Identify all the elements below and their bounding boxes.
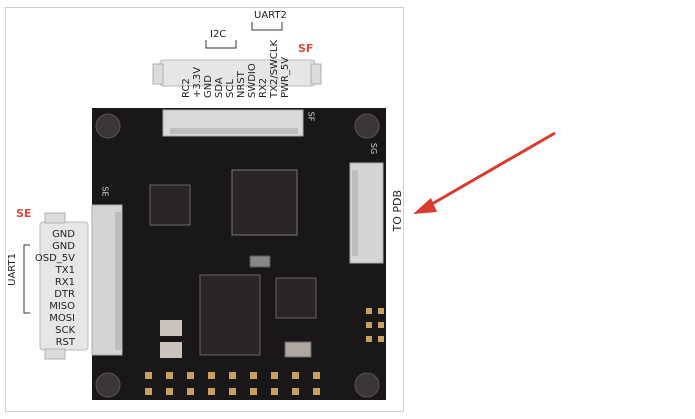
left-pin-label: DTR — [54, 289, 75, 300]
chip-small-left — [149, 184, 191, 226]
mcu-chip — [231, 169, 298, 236]
board-right-header — [349, 162, 384, 264]
left-pin-label: GND — [52, 229, 75, 240]
board-top-header — [162, 109, 304, 137]
pcb-board — [92, 108, 386, 400]
red-arrow — [413, 131, 556, 214]
uart1-bracket — [23, 244, 30, 314]
top-pin-label: SWDIO — [247, 63, 258, 98]
top-pin-labels: RC2 +3.3V GND SDA SCL NRST SWDIO RX2 TX2… — [181, 38, 301, 98]
to-pdb-label: TO PDB — [391, 190, 404, 232]
top-pin-label: SDA — [214, 77, 225, 98]
left-pin-label: MOSI — [49, 313, 75, 324]
left-pin-label: GND — [52, 241, 75, 252]
left-pin-label: TX1 — [55, 265, 75, 276]
left-pin-label: RX1 — [54, 277, 75, 288]
group-brackets — [205, 22, 283, 49]
se-connector-label: SE — [16, 207, 32, 220]
bottom-pads — [145, 372, 320, 395]
top-pin-label: TX2/SWCLK — [269, 39, 280, 98]
top-pin-label: +3.3V — [192, 66, 203, 98]
crystal — [249, 255, 312, 358]
left-pin-label: SCK — [55, 325, 75, 336]
left-pin-labels: GND GND OSD_5V TX1 RX1 DTR MISO MOSI SCK… — [30, 229, 75, 349]
left-pin-label: OSD_5V — [34, 253, 75, 264]
top-pin-label: SCL — [225, 79, 236, 98]
top-pin-label: NRST — [236, 71, 247, 98]
top-connector-sf — [152, 59, 322, 87]
capacitors — [160, 320, 182, 358]
left-connector-se — [39, 212, 89, 360]
board-left-header — [91, 204, 123, 356]
left-pin-label: RST — [55, 337, 75, 348]
top-pin-label: PWR_5V — [280, 56, 291, 98]
top-pin-label: RC2 — [181, 78, 192, 98]
right-pads — [366, 308, 384, 342]
top-pin-label: RX2 — [258, 77, 269, 98]
chip-osd — [199, 274, 261, 356]
silk-label-se: SE — [100, 186, 110, 197]
silk-label-sg: SG — [369, 142, 379, 155]
uart2-label: UART2 — [254, 10, 287, 21]
uart1-label: UART1 — [7, 253, 18, 286]
top-pin-label: GND — [203, 75, 214, 98]
left-pin-label: MISO — [49, 301, 75, 312]
chip-small-right — [275, 277, 317, 319]
silk-label-sf: SF — [306, 111, 316, 122]
i2c-label: I2C — [210, 29, 227, 40]
sf-connector-label: SF — [298, 42, 314, 55]
